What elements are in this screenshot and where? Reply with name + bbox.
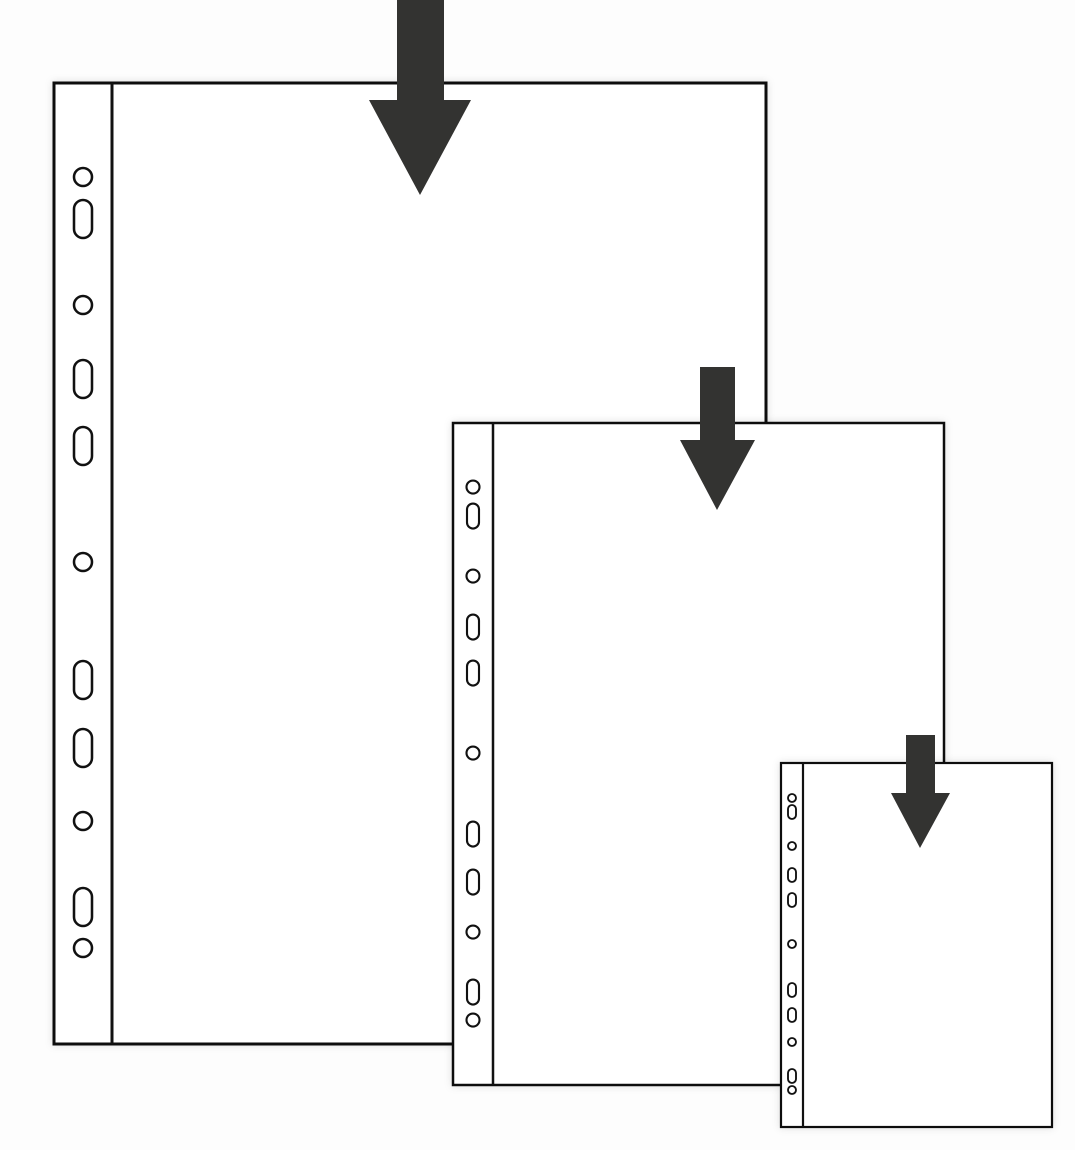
oval-hole — [787, 1068, 797, 1084]
insert-arrow-down-icon — [369, 0, 471, 195]
round-hole — [72, 937, 94, 959]
round-hole — [465, 1012, 481, 1028]
oval-hole — [787, 804, 797, 820]
oval-hole — [72, 727, 94, 769]
oval-hole — [72, 659, 94, 701]
oval-hole — [465, 978, 481, 1006]
round-hole — [72, 810, 94, 832]
oval-hole — [72, 198, 94, 240]
insert-arrow-down-icon — [891, 735, 950, 848]
round-hole — [787, 939, 797, 949]
oval-hole — [72, 358, 94, 400]
insert-arrow-down-icon — [680, 367, 755, 510]
round-hole — [465, 924, 481, 940]
oval-hole — [787, 892, 797, 908]
oval-hole — [787, 1007, 797, 1023]
round-hole — [465, 479, 481, 495]
oval-hole — [465, 502, 481, 530]
oval-hole — [72, 886, 94, 928]
oval-hole — [465, 613, 481, 641]
oval-hole — [465, 868, 481, 896]
round-hole — [465, 745, 481, 761]
oval-hole — [465, 659, 481, 687]
oval-hole — [465, 820, 481, 848]
round-hole — [787, 793, 797, 803]
round-hole — [787, 841, 797, 851]
oval-hole — [787, 982, 797, 998]
round-hole — [72, 294, 94, 316]
round-hole — [787, 1085, 797, 1095]
pocket-small — [779, 735, 1054, 1129]
oval-hole — [72, 425, 94, 467]
round-hole — [787, 1037, 797, 1047]
oval-hole — [787, 867, 797, 883]
round-hole — [465, 568, 481, 584]
round-hole — [72, 551, 94, 573]
round-hole — [72, 166, 94, 188]
